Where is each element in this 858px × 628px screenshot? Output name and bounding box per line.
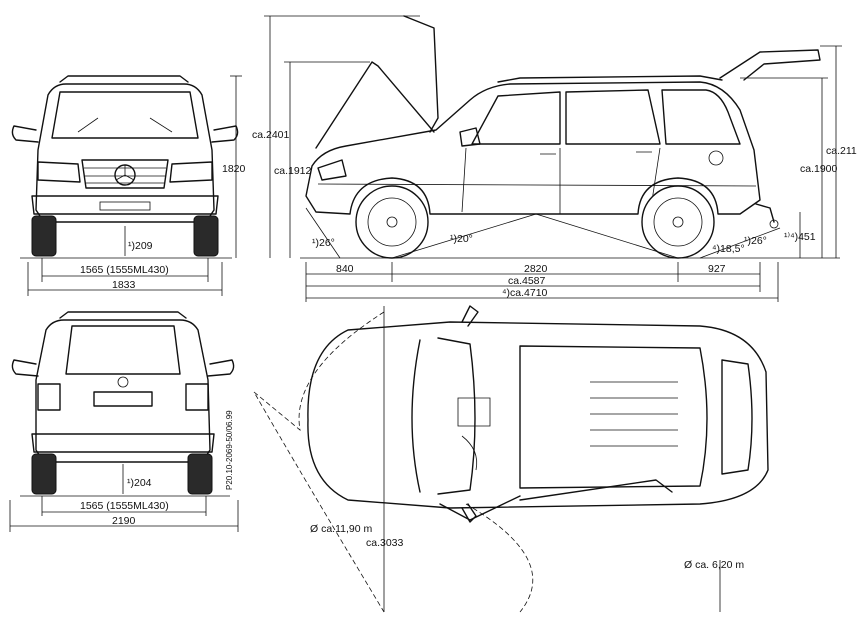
length-with-hitch-label: ⁴)ca.4710 [502, 287, 548, 299]
wheelbase-label: 2820 [524, 263, 548, 275]
departure-angle-a-label: ⁴)18,5° [712, 243, 745, 255]
turning-circle-outer-label: Ø ca.11,90 m [310, 523, 373, 535]
rear-overhang-label: 927 [708, 263, 726, 275]
departure-angle-b-label: ¹)26° [744, 235, 767, 247]
side-height-open-bonnet-label: ca.2401 [252, 129, 290, 141]
rear-dimensions [9, 464, 239, 532]
side-dimensions [264, 15, 842, 302]
rear-width-label: 2190 [112, 515, 136, 527]
front-view [11, 75, 239, 259]
ramp-angle-label: ¹)20° [450, 233, 473, 245]
turning-circle-inner-label: Ø ca. 6,20 m [684, 559, 744, 571]
hitch-height-label: ¹⁾⁴)451 [784, 231, 816, 243]
side-height-rear-label: ca.1900 [800, 163, 838, 175]
front-track-label: 1565 (1555ML430) [80, 264, 169, 276]
side-height-front-label: ca.1912 [274, 165, 312, 177]
length-label: ca.4587 [508, 275, 546, 287]
top-view [253, 305, 769, 613]
rear-view [11, 311, 235, 497]
rear-ground-clearance-label: ¹)204 [127, 477, 152, 489]
front-width-label: 1833 [112, 279, 136, 291]
side-view [300, 15, 840, 259]
rear-track-label: 1565 (1555ML430) [80, 500, 169, 512]
side-height-tailgate-label: ca.211 [826, 145, 857, 157]
door-swing-label: ca.3033 [366, 537, 404, 549]
approach-angle-label: ¹)26° [312, 237, 335, 249]
drawing-number: P20.10-2069-50/06.99 [225, 410, 234, 490]
front-dimensions [27, 75, 242, 296]
front-height-label: 1820 [222, 163, 246, 175]
front-ground-clearance-label: ¹)209 [128, 240, 153, 252]
front-overhang-label: 840 [336, 263, 354, 275]
